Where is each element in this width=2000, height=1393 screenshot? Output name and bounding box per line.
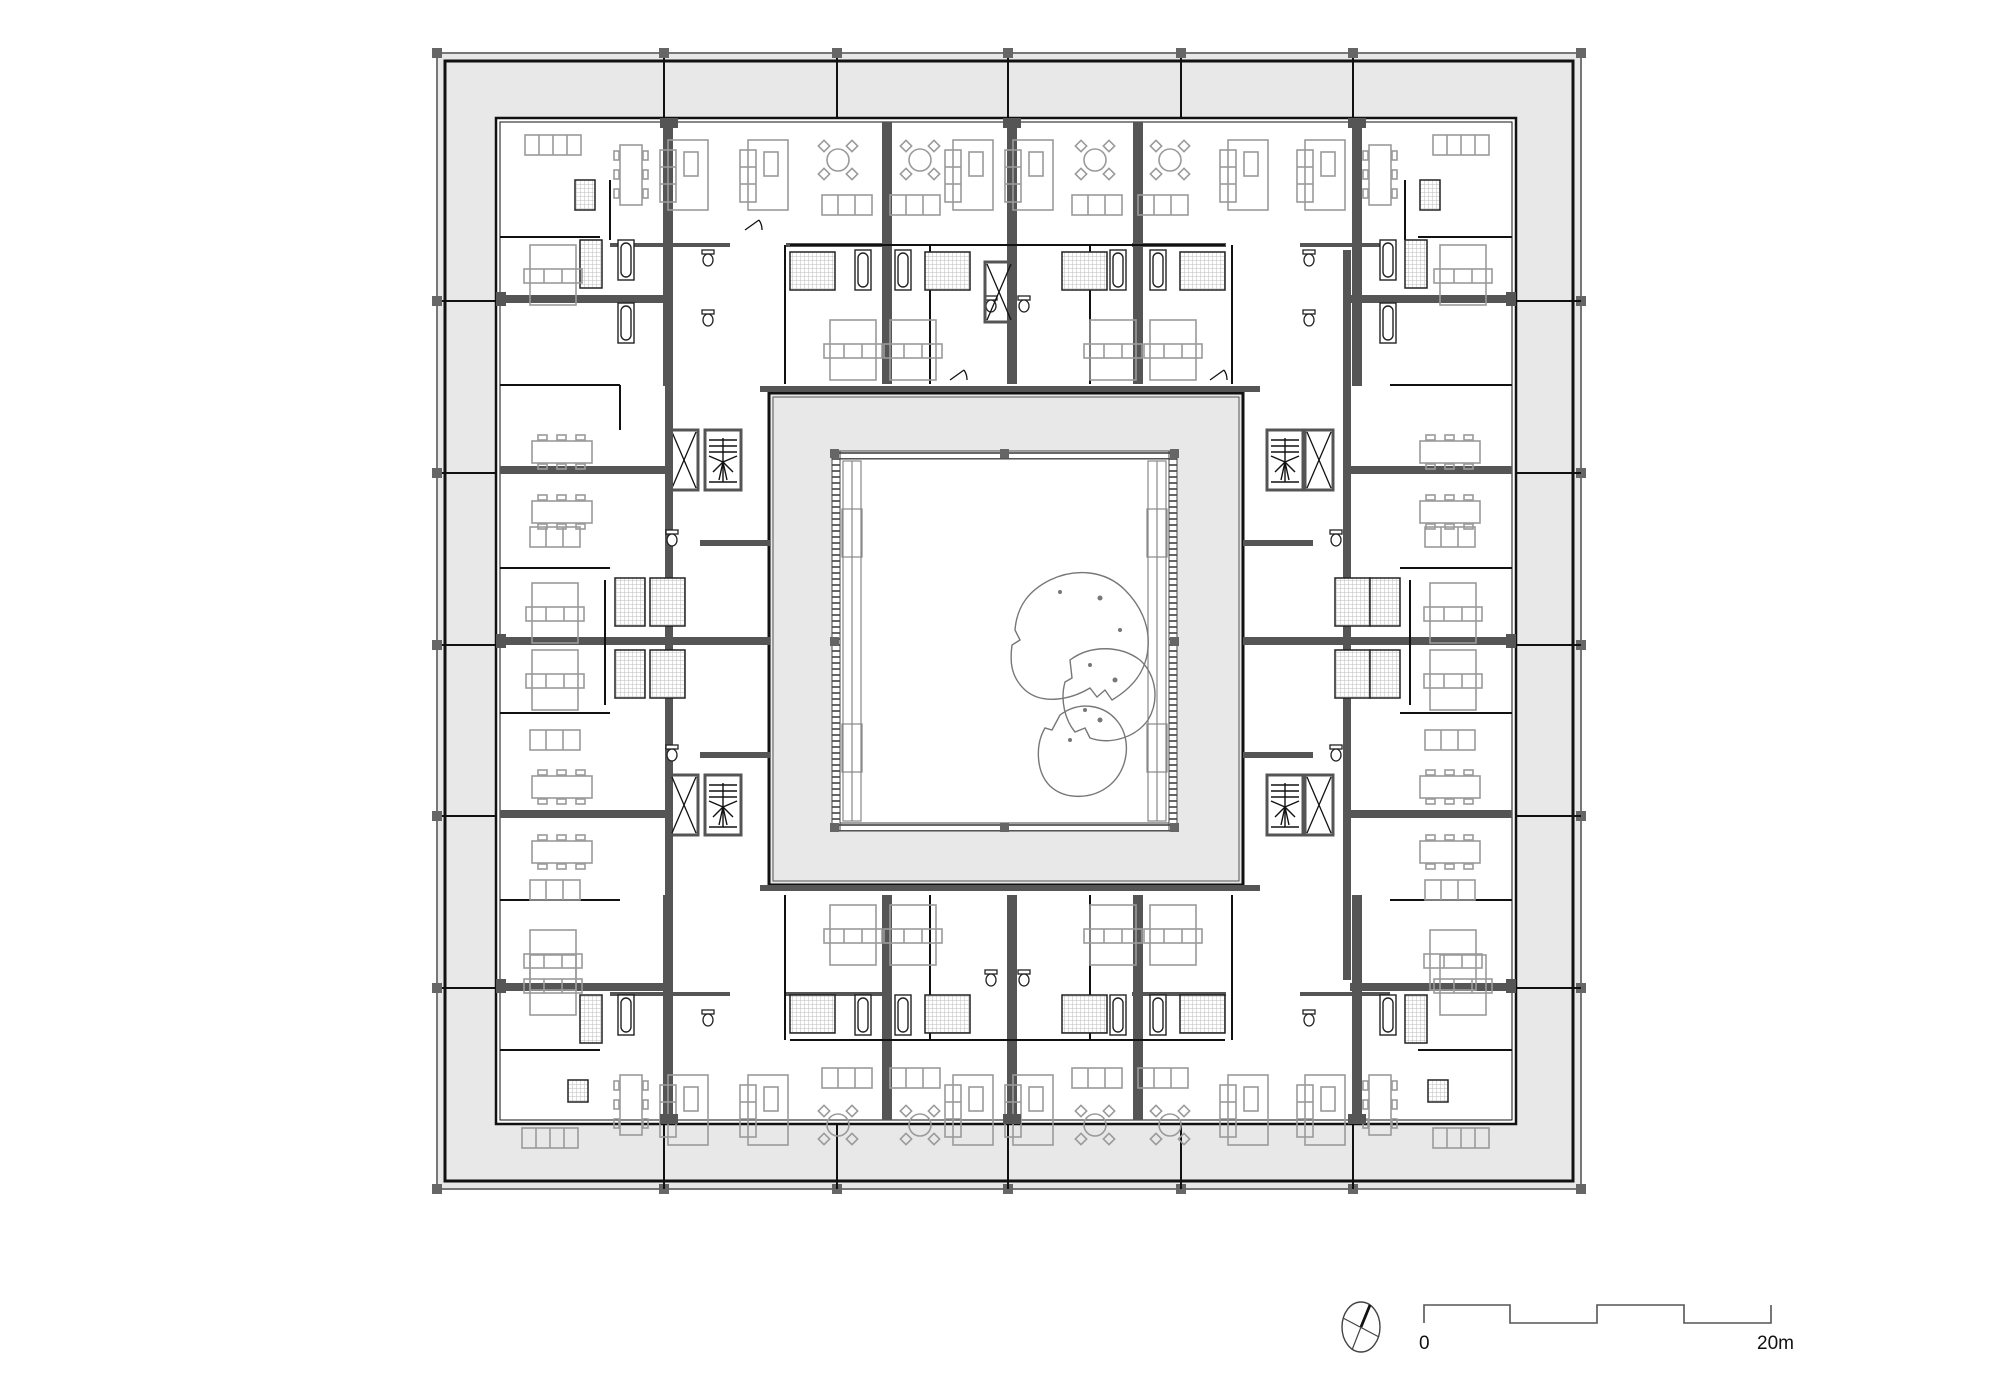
apartments-east	[1243, 250, 1512, 991]
scale-bar	[1423, 1304, 1772, 1324]
courtyard	[767, 391, 1245, 887]
scale-bar-start-label: 0	[1419, 1333, 1430, 1354]
apartments-west	[500, 250, 770, 991]
tree-canopy-icon	[1010, 571, 1156, 797]
facade-posts	[496, 118, 1516, 1124]
north-arrow-icon	[1341, 1301, 1381, 1353]
scale-bar-end-label: 20m	[1757, 1333, 1794, 1354]
apartments-south	[500, 885, 1512, 1149]
